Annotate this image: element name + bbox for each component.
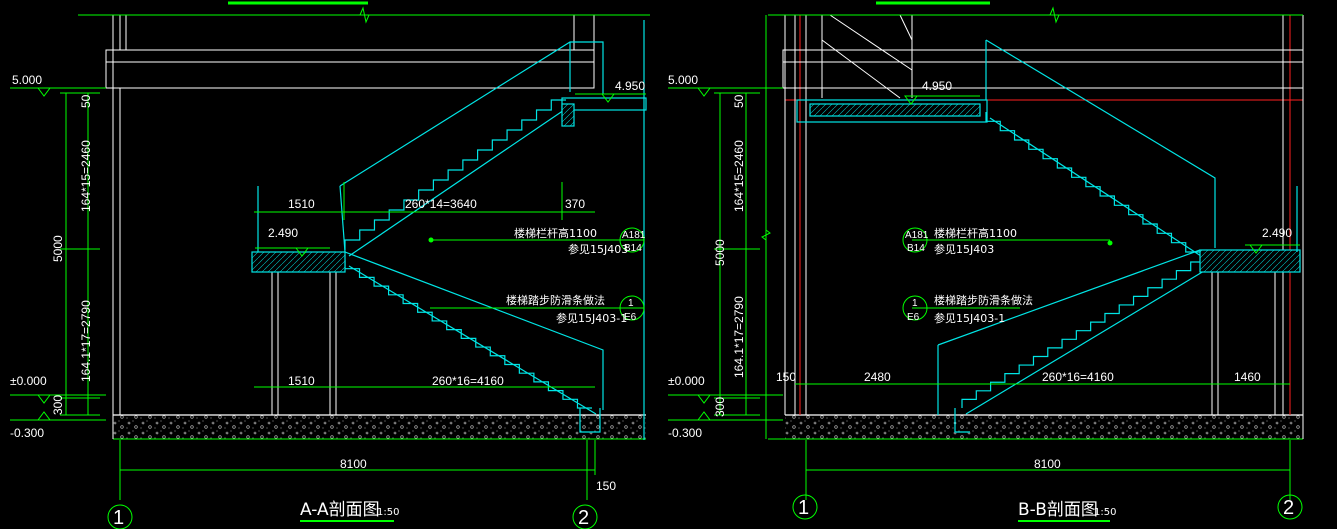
axis-2-circle-b [1277, 494, 1303, 520]
dim-v-upper: 164*15=2460 [79, 140, 93, 212]
level-top-b: 5.000 [668, 73, 698, 87]
axis-1-circle [107, 504, 133, 529]
rail-note-2: 参见15J403 [568, 242, 628, 256]
rail-note-2-b: 参见15J403 [934, 242, 994, 256]
stair-flights-b [796, 39, 1301, 433]
dim-total-b: 8100 [1034, 457, 1061, 471]
tread-note-2: 参见15J403-1 [556, 311, 627, 325]
dim-bot-mid: 260*16=4160 [432, 374, 504, 388]
dim-top-mid: 260*14=3640 [405, 197, 477, 211]
rail-callout-bot: B14 [624, 243, 642, 254]
tread-note-2-b: 参见15J403-1 [934, 311, 1005, 325]
dim-v-base: 300 [51, 395, 65, 415]
tread-note-1: 楼梯踏步防滑条做法 [506, 293, 605, 307]
dimension-lines-b [668, 87, 1300, 500]
walls-b [782, 14, 1304, 439]
tread-callout-top-b: 1 [912, 298, 918, 309]
axis-label-2-b: 2 [1283, 497, 1294, 519]
dim-v-total-b: 5000 [713, 239, 727, 266]
level-bottom: -0.300 [10, 426, 44, 440]
level-markers-b [697, 87, 1263, 421]
axis-1-circle-b [792, 494, 818, 520]
dim-v-base-b: 300 [713, 397, 727, 417]
level-slab: 4.950 [615, 79, 645, 93]
section-title: A-A剖面图 [300, 500, 380, 520]
tread-note-1-b: 楼梯踏步防滑条做法 [934, 293, 1033, 307]
level-markers [37, 87, 615, 421]
level-zero-b: ±0.000 [668, 374, 705, 388]
dim-v-top-b: 50 [732, 94, 746, 108]
dim-bot-left: 1510 [288, 374, 315, 388]
dim-bot-right-b: 1460 [1234, 370, 1261, 384]
level-zero: ±0.000 [10, 374, 47, 388]
dim-offset: 150 [596, 479, 616, 493]
section-scale: 1:50 [377, 507, 399, 518]
level-landing-b: 2.490 [1262, 226, 1292, 240]
section-a-a: 5.000 ±0.000 -0.300 2.490 4.950 1510 260… [10, 1, 650, 529]
axis-label-1: 1 [113, 507, 124, 529]
dim-v-total: 5000 [51, 235, 65, 262]
level-top: 5.000 [12, 73, 42, 87]
walls [105, 15, 595, 439]
dimension-lines [10, 87, 646, 500]
dim-v-lower-b: 164.1*17=2790 [732, 296, 746, 378]
section-title-b: B-B剖面图 [1018, 500, 1098, 520]
axis-label-2: 2 [578, 507, 589, 529]
dim-v-upper-b: 164*15=2460 [732, 140, 746, 212]
ground-fill [113, 415, 646, 439]
tread-callout-bot: E6 [624, 312, 637, 323]
tread-callout-bot-b: E6 [907, 312, 920, 323]
rail-callout-top-b: A181 [905, 230, 929, 241]
rail-note-1-b: 楼梯栏杆高1100 [934, 226, 1017, 240]
rail-callout-top: A181 [622, 230, 646, 241]
level-bottom-b: -0.300 [668, 426, 702, 440]
tread-callout-top: 1 [628, 298, 634, 309]
dim-total: 8100 [340, 457, 367, 471]
section-scale-b: 1:50 [1094, 507, 1116, 518]
dim-v-lower: 164.1*17=2790 [79, 300, 93, 382]
dim-left-off-b: 150 [776, 370, 796, 384]
ground-fill-b [785, 415, 1303, 439]
axis-label-1-b: 1 [798, 497, 809, 519]
dim-bot-mid-b: 260*16=4160 [1042, 370, 1114, 384]
dim-top-left: 1510 [288, 197, 315, 211]
dim-bot-left-b: 2480 [864, 370, 891, 384]
rail-callout-bot-b: B14 [907, 243, 925, 254]
axis-2-circle [572, 504, 598, 529]
rail-callout-circle-b [902, 227, 928, 253]
rail-note-1: 楼梯栏杆高1100 [514, 226, 597, 240]
level-slab-b: 4.950 [922, 79, 952, 93]
level-landing: 2.490 [268, 226, 298, 240]
section-b-b: 5.000 ±0.000 -0.300 2.490 4.950 150 2480… [428, 1, 1304, 522]
dim-top-right: 370 [565, 197, 585, 211]
tread-callout-circle-b [902, 295, 928, 321]
stair-flights [251, 20, 647, 440]
dim-v-top: 50 [79, 94, 93, 108]
